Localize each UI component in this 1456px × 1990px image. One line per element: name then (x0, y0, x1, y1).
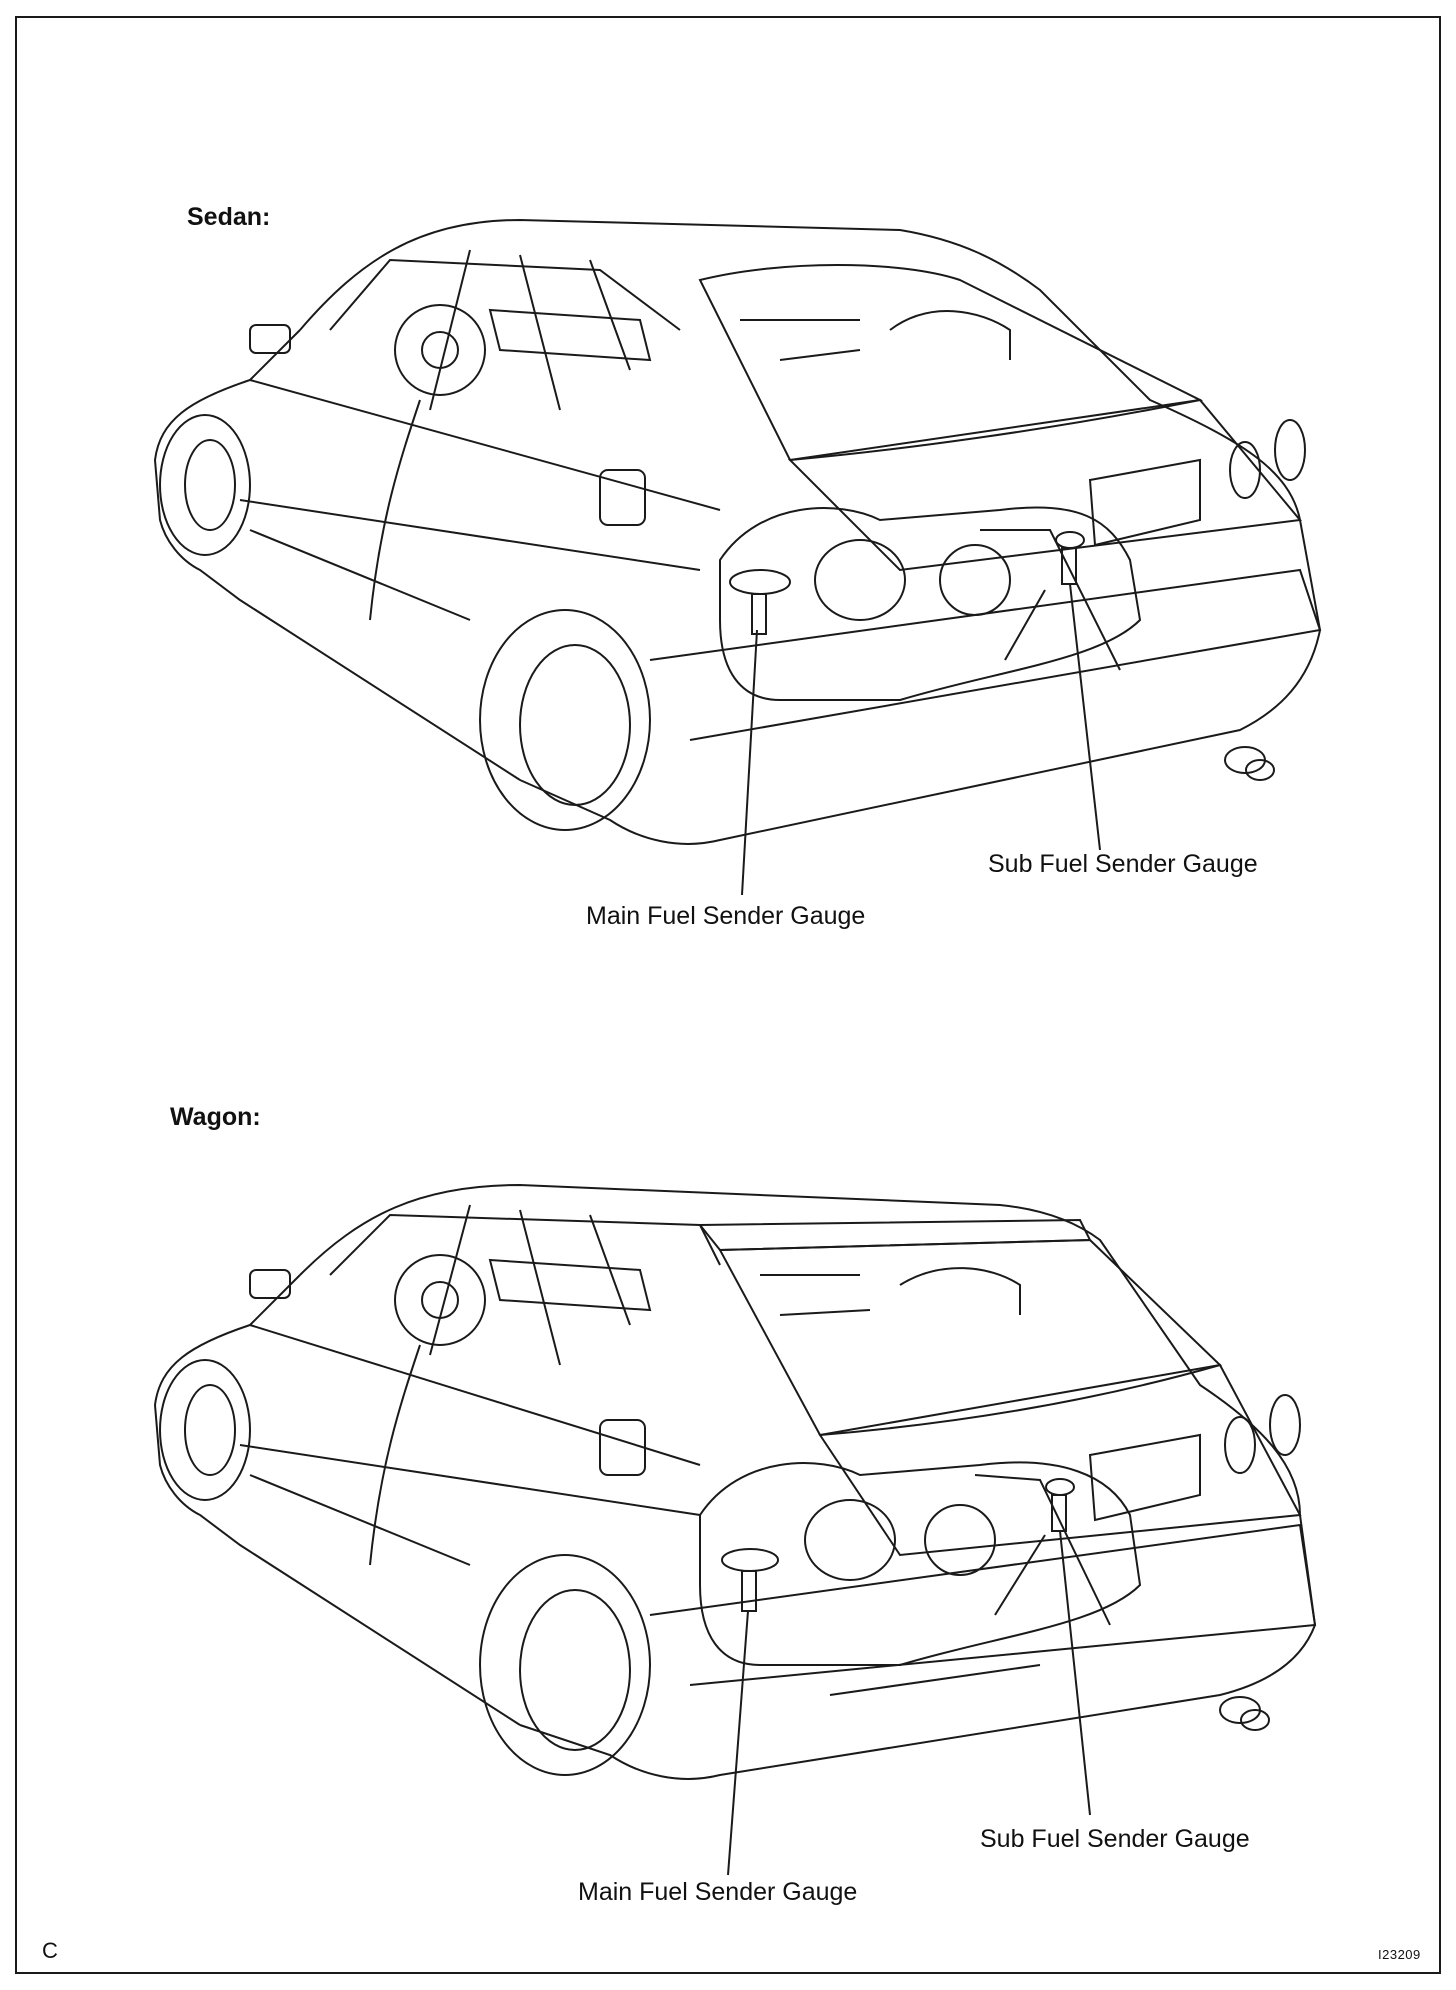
wagon-main-fuel-sender-label: Main Fuel Sender Gauge (578, 1878, 858, 1906)
wagon-sub-fuel-sender-label: Sub Fuel Sender Gauge (980, 1825, 1250, 1853)
wagon-illustration (0, 1165, 1456, 1885)
figure-number: I23209 (1378, 1947, 1421, 1962)
corner-code: C (42, 1938, 58, 1963)
wagon-heading: Wagon: (170, 1103, 261, 1131)
sedan-main-leader (742, 630, 757, 895)
sedan-main-fuel-sender-label: Main Fuel Sender Gauge (586, 902, 866, 930)
sedan-sub-fuel-sender-label: Sub Fuel Sender Gauge (988, 850, 1258, 878)
sedan-heading: Sedan: (187, 203, 271, 231)
sedan-illustration (0, 200, 1456, 920)
page-frame (15, 16, 1441, 1974)
wagon-main-leader (728, 1611, 748, 1875)
sedan-sub-leader (1070, 584, 1100, 850)
wagon-sub-leader (1060, 1531, 1090, 1815)
